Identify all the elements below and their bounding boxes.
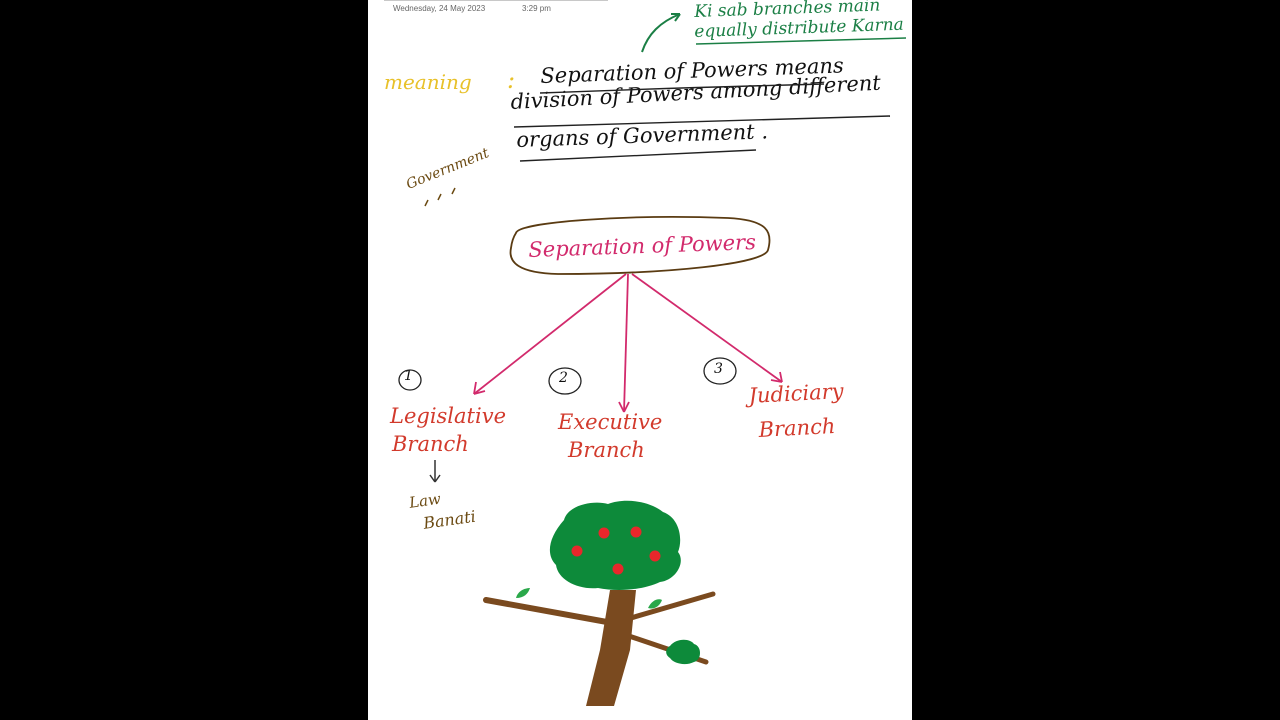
apple <box>598 527 610 539</box>
tree-apples <box>571 526 661 575</box>
number-circle-3 <box>703 357 737 385</box>
branch-2-line1: Executive <box>558 410 663 434</box>
note-page: Wednesday, 24 May 2023 3:29 pm Ki sab br… <box>368 0 912 720</box>
ink-drawings <box>398 13 907 706</box>
center-node-oval <box>509 216 771 275</box>
branch-1-line1: Legislative <box>390 404 506 428</box>
branch-1-line2: Branch <box>392 432 469 456</box>
meaning-label: meaning <box>384 70 472 94</box>
branch-2-number: 2 <box>559 370 568 386</box>
branch-arrows <box>473 273 783 413</box>
meaning-underline-3 <box>519 149 757 162</box>
number-circles <box>398 357 737 395</box>
header-divider <box>384 0 608 1</box>
meaning-colon: : <box>507 66 516 94</box>
leaf <box>516 588 530 598</box>
branch-2-line2: Branch <box>568 438 645 462</box>
tree-illustration <box>483 500 716 706</box>
tree-small-bush <box>666 639 700 665</box>
tree-trunk <box>586 590 636 706</box>
law-arrow <box>429 460 441 483</box>
green-note-arrow <box>641 13 681 53</box>
meaning-underline-2 <box>513 115 891 128</box>
apple <box>649 550 661 562</box>
tree-crown <box>549 500 681 590</box>
arrow-to-judiciary <box>631 273 783 383</box>
note-date: Wednesday, 24 May 2023 <box>393 4 486 13</box>
arrow-to-legislative <box>473 273 627 395</box>
branch-1-number: 1 <box>404 368 413 384</box>
note-time: 3:29 pm <box>522 4 551 13</box>
branch-3-number: 3 <box>714 361 723 377</box>
meaning-underline-1 <box>539 83 825 94</box>
apple <box>612 563 624 575</box>
number-circle-1 <box>398 369 422 391</box>
apple <box>571 545 583 557</box>
tree-branch-right <box>621 591 716 623</box>
apple <box>630 526 642 538</box>
tree-branch-left <box>483 597 621 627</box>
side-note-ticks <box>424 187 456 207</box>
green-note-underline <box>695 37 907 45</box>
number-circle-2 <box>548 367 582 395</box>
leaf <box>648 599 662 609</box>
arrow-to-executive <box>623 273 629 413</box>
